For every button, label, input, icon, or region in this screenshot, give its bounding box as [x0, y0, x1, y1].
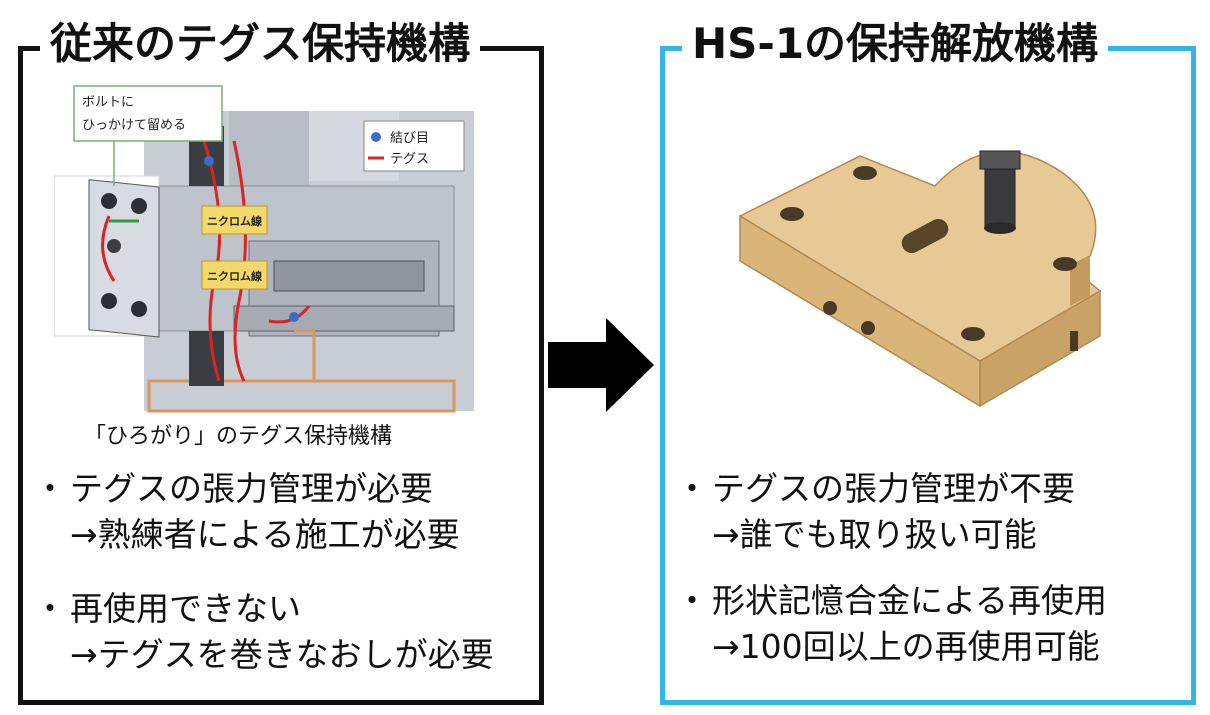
block-side-face [979, 289, 1101, 408]
nichrome-label-1: ニクロム線 [207, 214, 262, 228]
left-panel-title: 従来のテグス保持機構 [40, 10, 481, 78]
nichrome-label-2-box [201, 260, 268, 290]
mount-hole-2 [853, 166, 877, 180]
callout-line-1: ボルトに [82, 95, 134, 110]
mount-hole-4 [1053, 257, 1077, 271]
bullet-sub: →100回以上の再使用可能 [712, 627, 1100, 666]
bullet-sub: →誰でも取り扱い可能 [712, 515, 1037, 554]
bullet-main: 形状記憶合金による再使用 [712, 581, 1108, 620]
pin [984, 165, 1016, 227]
bullet-main: テグスの張力管理が不要 [712, 469, 1075, 508]
mount-hole-3 [961, 327, 985, 341]
right-arrow-icon [548, 318, 654, 412]
bullet-sub: →熟練者による施工が必要 [70, 515, 460, 554]
left-panel: 従来のテグス保持機構 ボルトに ひっかけて留める [18, 10, 544, 705]
bullet-sub: →テグスを巻きなおしが必要 [70, 635, 494, 674]
knot-point [289, 312, 299, 322]
bullet-main: 再使用できない [70, 589, 301, 628]
nichrome-label-1-box [201, 205, 268, 235]
side-hole-2 [861, 321, 875, 335]
bullet-dot: ・ [675, 581, 709, 620]
nichrome-label-2: ニクロム線 [207, 269, 262, 283]
mount-hole-1 [780, 207, 804, 221]
slot [901, 218, 949, 254]
bullet-dot: ・ [675, 469, 709, 508]
bullet-dot: ・ [33, 469, 67, 508]
left-bullet-2: ・再使用できない →テグスを巻きなおしが必要 [30, 586, 494, 678]
side-hole-1 [823, 301, 837, 315]
right-panel-title: HS-1の保持解放機構 [682, 10, 1109, 78]
right-bullet-1: ・テグスの張力管理が不要 →誰でも取り扱い可能 [672, 466, 1076, 558]
legend-box [363, 120, 465, 172]
side-hole-3 [1070, 331, 1078, 351]
legend-knot-label: 結び目 [390, 131, 429, 146]
hs1-mechanism-illustration [738, 150, 1102, 408]
callout-box [73, 85, 223, 142]
right-bullet-2: ・形状記憶合金による再使用 →100回以上の再使用可能 [672, 578, 1108, 670]
left-bullet-1: ・テグスの張力管理が必要 →熟練者による施工が必要 [30, 466, 460, 558]
bullet-dot: ・ [33, 589, 67, 628]
callout-line-2: ひっかけて留める [82, 118, 186, 133]
legend-line-label: テグス [390, 152, 429, 167]
legend-knot-marker [371, 132, 381, 142]
right-panel: HS-1の保持解放機構 ・テグスの張力管理が不要 →誰でも取り扱い可能 ・形状記… [660, 10, 1196, 705]
illustration-caption: 「ひろがり」のテグス保持機構 [84, 424, 393, 449]
bullet-main: テグスの張力管理が必要 [70, 469, 433, 508]
conventional-mechanism-illustration: ボルトに ひっかけて留める 結び目 テグス ニクロム線 ニクロム線 [54, 85, 474, 413]
